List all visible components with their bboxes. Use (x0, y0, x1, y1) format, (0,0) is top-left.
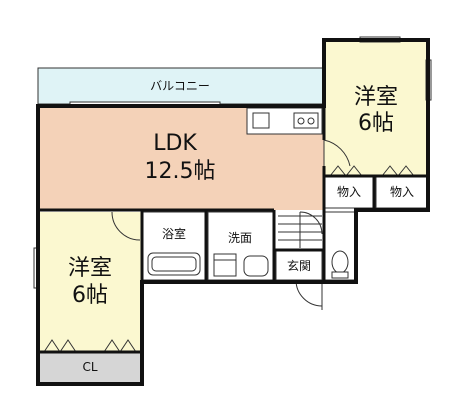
stove-icon (297, 117, 305, 125)
bedroom-sw-size: 6帖 (72, 283, 108, 308)
entrance-label: 玄関 (287, 258, 311, 273)
toilet-icon (331, 250, 349, 274)
bedroom-ne[interactable] (324, 40, 428, 176)
toilet-tank-icon (331, 271, 349, 279)
stove-icon (307, 117, 315, 125)
stove-frame (293, 112, 319, 129)
closet-label: CL (82, 360, 97, 374)
bedroom-ne-size: 6帖 (358, 111, 394, 136)
bathtub-icon (147, 252, 201, 276)
storage-2[interactable] (375, 175, 429, 209)
washer-icon (213, 253, 237, 277)
bedroom-ne-name: 洋室 (354, 85, 398, 110)
hallway-steps (278, 212, 322, 248)
ldk-name: LDK (153, 131, 197, 156)
outer-walls (36, 38, 430, 386)
bathtub-inner-icon (151, 256, 197, 272)
storage-2-label: 物入 (390, 185, 414, 199)
wash-basin-icon (243, 255, 269, 277)
sink-icon (252, 112, 270, 129)
washroom-label: 洗面 (228, 231, 252, 245)
interior-walls (38, 106, 428, 354)
storage-1-label: 物入 (337, 185, 361, 199)
ldk-size: 12.5帖 (145, 159, 216, 184)
bedroom-sw[interactable] (38, 212, 142, 352)
balcony-area (37, 67, 325, 105)
bedroom-sw-name: 洋室 (68, 256, 112, 281)
bath-label: 浴室 (162, 226, 186, 241)
door-swings (111, 139, 351, 310)
balcony-label: バルコニー (150, 79, 210, 93)
closet[interactable] (38, 352, 142, 382)
